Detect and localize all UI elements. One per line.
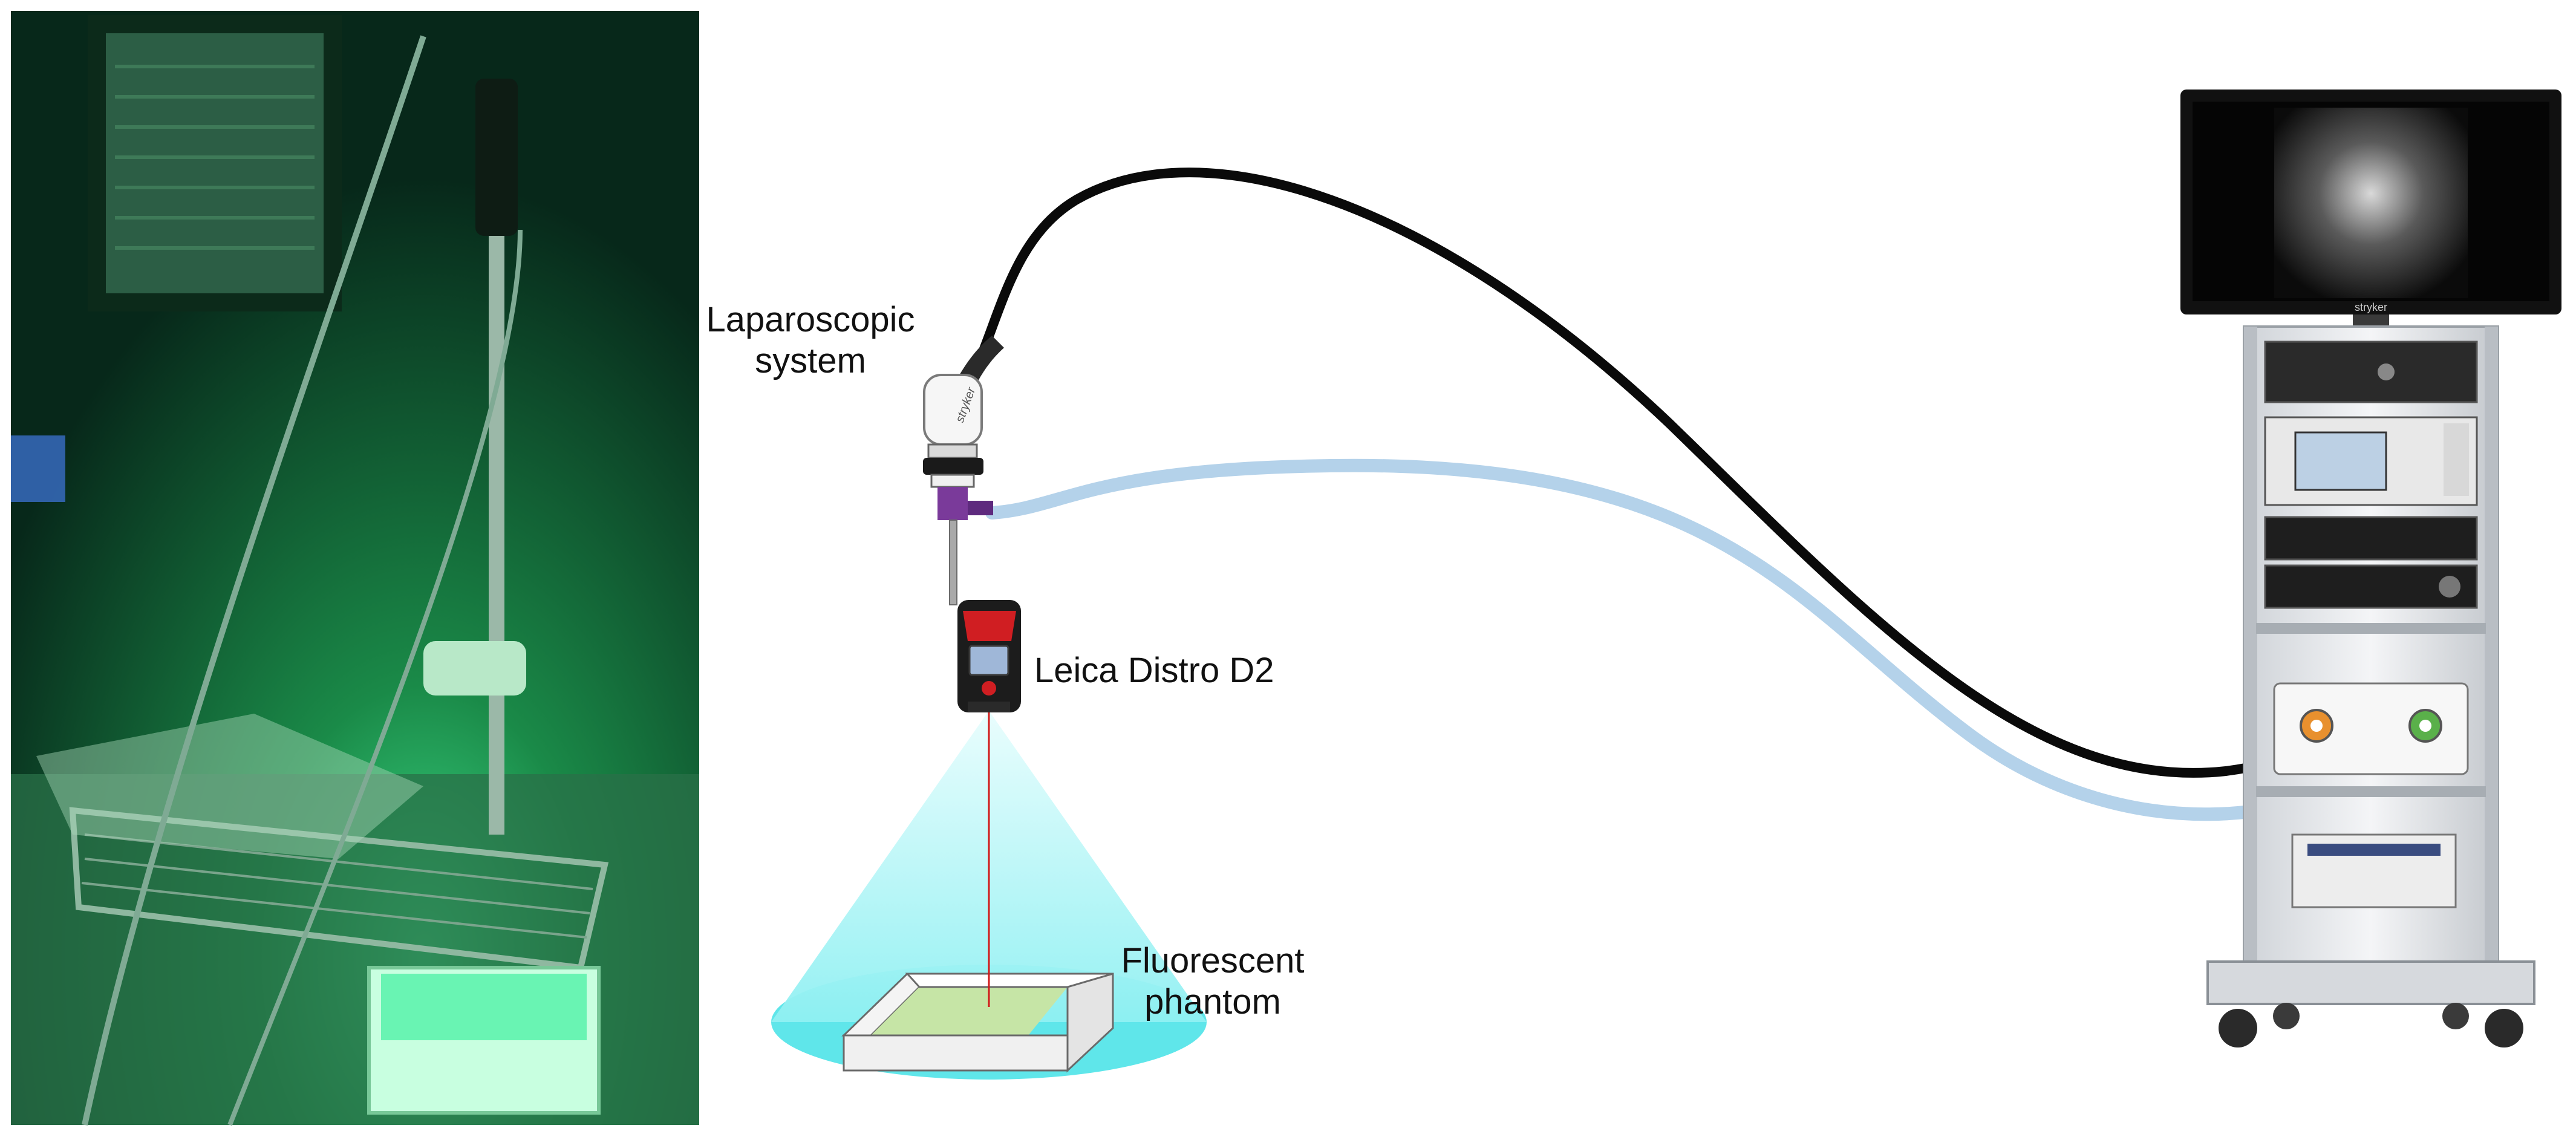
phantom-front (843, 1034, 1069, 1072)
photo-blinds (115, 65, 315, 250)
caster-mid-left-icon (2273, 1003, 2300, 1029)
camera-head (923, 374, 983, 446)
photo-plastic-sheet (36, 714, 423, 859)
photo-phantom-glow (381, 974, 587, 1040)
experiment-photo (11, 11, 699, 1126)
caster-mid-right-icon (2442, 1003, 2469, 1029)
caster-right-icon (2485, 1009, 2523, 1047)
camera-collar (927, 443, 978, 459)
meter-display (968, 645, 1009, 676)
fluorescent-phantom-setup (771, 711, 1207, 1080)
light-post (968, 501, 993, 515)
laparoscopic-tower: stryker (2180, 90, 2561, 1047)
label-phantom-line1: Fluorescent (1121, 941, 1305, 980)
photo-window (88, 15, 342, 311)
caster-left-icon (2219, 1009, 2257, 1047)
meter-foot (968, 702, 1010, 712)
photo-clamp (423, 641, 526, 696)
light-port-green-inner (2419, 720, 2431, 732)
tower-unit-1 (2264, 340, 2478, 403)
tower-shelf (2256, 623, 2486, 634)
camera-coupler-ring (930, 474, 975, 488)
printer-slot (2307, 844, 2441, 856)
tower-shelf-2 (2256, 786, 2486, 797)
light-port-orange-inner (2310, 720, 2323, 732)
label-laparoscopic-line1: Laparoscopic (706, 300, 915, 339)
laser-distance-meter (957, 600, 1021, 712)
camera-coupler-dark (923, 458, 983, 475)
scope-shaft (949, 520, 957, 605)
unit4-knob-icon (2439, 576, 2460, 598)
unit2-display (2294, 431, 2387, 491)
label-fluorescent-phantom: Fluorescent phantom (1113, 940, 1312, 1023)
photo-basket-grid (81, 833, 593, 939)
monitor-brand: stryker (2355, 301, 2387, 313)
photo-scope-shaft (489, 230, 504, 835)
label-phantom-line2: phantom (1144, 982, 1281, 1022)
video-cable (957, 168, 2321, 778)
light-cable (985, 458, 2432, 821)
photo-cable-right (227, 229, 523, 1126)
unit2-side-label (2444, 423, 2469, 496)
phantom-rim (905, 972, 1114, 988)
photo-screen-glow (11, 435, 65, 502)
unit1-knob-icon (2378, 363, 2395, 380)
light-source-unit (2273, 682, 2469, 775)
tower-unit-3 (2264, 516, 2478, 561)
phantom-fluorescent-fill (871, 987, 1068, 1035)
monitor-image (2274, 108, 2468, 298)
meter-red-panel (963, 611, 1016, 641)
label-laparoscopic-line2: system (755, 341, 866, 381)
photo-scope-camera (475, 79, 518, 236)
label-laparoscopic-system: Laparoscopic system (696, 299, 925, 382)
tower-base (2206, 960, 2535, 1005)
scope-eyepiece (937, 487, 968, 520)
tower-column-left (2244, 327, 2257, 962)
tower-column-right (2485, 327, 2498, 962)
meter-button-icon (982, 681, 996, 696)
photo-cable-left (82, 35, 426, 1126)
laparoscope: stryker (923, 336, 1004, 605)
label-leica-distro: Leica Distro D2 (1034, 651, 1274, 690)
